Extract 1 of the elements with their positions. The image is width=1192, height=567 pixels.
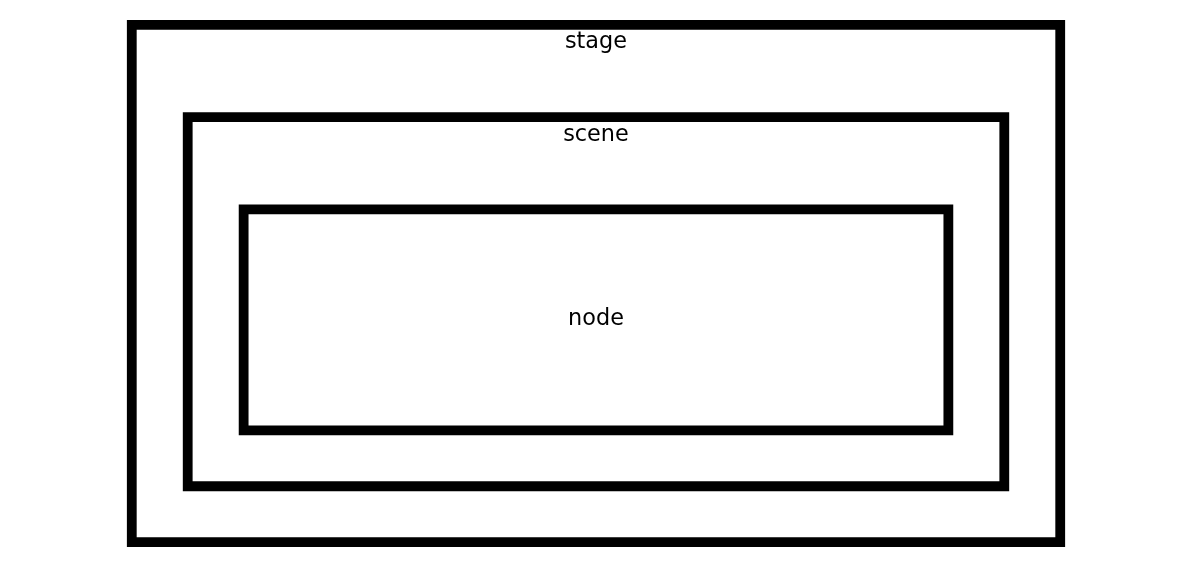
node-box: node	[238, 204, 954, 436]
